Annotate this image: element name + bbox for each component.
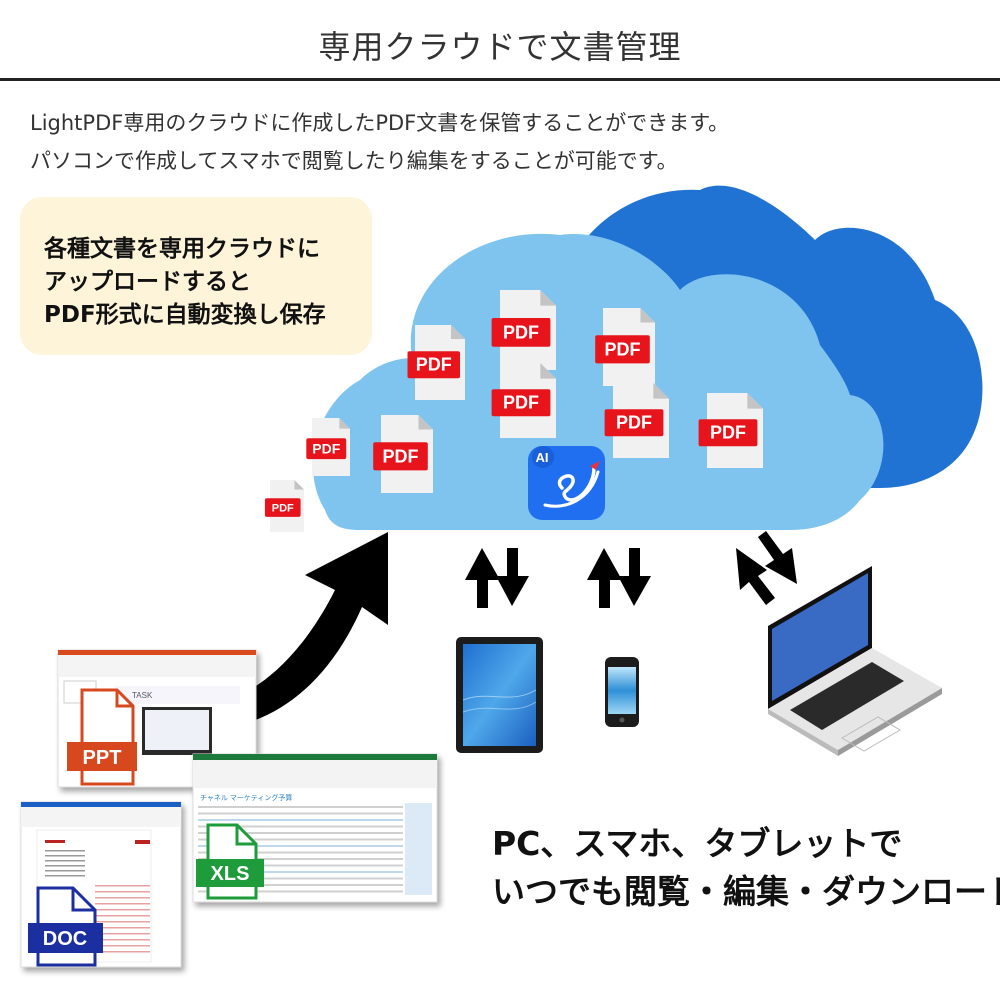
app-icon-badge: AI xyxy=(536,450,549,465)
page-title: 専用クラウドで文書管理 xyxy=(318,28,682,66)
description-line-1: LightPDF専用のクラウドに作成したPDF文書を保管することができます。 xyxy=(30,111,730,135)
pdf-label: PDF xyxy=(605,340,641,360)
pdf-label: PDF xyxy=(616,413,652,433)
sync-arrows-phone xyxy=(587,548,651,608)
pdf-file-icon: PDF xyxy=(491,363,556,438)
doc-file-badge: DOC xyxy=(28,886,103,967)
pdf-label: PDF xyxy=(416,355,452,375)
description-line-2: パソコンで作成してスマホで閲覧したり編集をすることが可能です。 xyxy=(30,149,678,173)
laptop-device xyxy=(768,566,942,756)
ppt-label: PPT xyxy=(83,747,122,769)
pdf-file-icon: PDF xyxy=(373,415,433,493)
upload-arrow xyxy=(215,532,388,728)
sync-arrows-tablet xyxy=(465,548,529,608)
app-logo-swirl xyxy=(557,466,596,502)
pdf-label: PDF xyxy=(710,423,746,443)
ppt-file-badge: PPT xyxy=(67,688,137,786)
pdf-file-icon: PDF xyxy=(407,325,465,400)
tablet-device xyxy=(456,637,543,753)
xls-label: XLS xyxy=(211,863,250,885)
pdf-file-icon: PDF xyxy=(698,393,763,468)
pdf-file-icon: PDF xyxy=(306,418,350,476)
callout-line-3: PDF形式に自動変換し保存 xyxy=(44,302,326,328)
sync-arrows-laptop xyxy=(736,531,797,605)
pdf-file-icon: PDF xyxy=(595,308,655,386)
feature-caption-line-2: いつでも閲覧・編集・ダウンロード xyxy=(492,872,1000,911)
pdf-label: PDF xyxy=(312,440,340,456)
pdf-file-icons: PDF PDF PDF PDF PDF PDF PDF PDF PDF xyxy=(264,290,763,532)
pdf-file-icon: PDF xyxy=(264,480,304,532)
ppt-slide-title: TASK xyxy=(132,691,153,700)
title-divider xyxy=(0,78,1000,81)
callout-line-1: 各種文書を専用クラウドに xyxy=(44,236,320,262)
feature-caption: PC、スマホ、タブレットで いつでも閲覧・編集・ダウンロード xyxy=(492,820,1000,916)
xls-sheet-title: チャネル マーケティング予算 xyxy=(200,793,292,802)
pdf-file-icon: PDF xyxy=(491,290,556,370)
xls-file-badge: XLS xyxy=(196,823,264,900)
pdf-label: PDF xyxy=(272,503,294,515)
callout-line-2: アップロードすると xyxy=(44,269,251,295)
callout-box: 各種文書を専用クラウドに アップロードすると PDF形式に自動変換し保存 xyxy=(20,197,372,355)
doc-label: DOC xyxy=(43,928,87,950)
pdf-label: PDF xyxy=(503,323,539,343)
pdf-label: PDF xyxy=(383,447,419,467)
smartphone-device xyxy=(605,657,639,727)
lightpdf-app-icon[interactable]: AI xyxy=(528,446,605,520)
feature-caption-line-1: PC、スマホ、タブレットで xyxy=(492,824,903,863)
pdf-file-icon: PDF xyxy=(604,383,669,458)
pdf-label: PDF xyxy=(503,393,539,413)
